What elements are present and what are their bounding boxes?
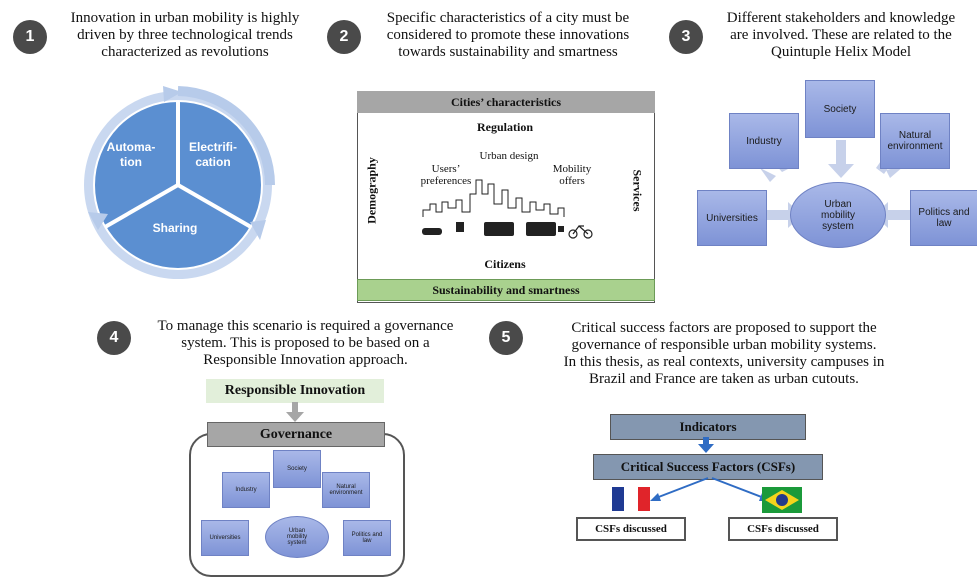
citizens-label: Citizens	[484, 256, 526, 271]
sustainability-footer: Sustainability and smartness	[357, 279, 655, 301]
step-5-caption: Critical success factors are proposed to…	[563, 320, 885, 387]
helix-society-box: Society	[805, 80, 875, 138]
helix-natural-box: Natural environment	[880, 113, 950, 169]
users-preferences-label: Users’ preferences	[420, 163, 472, 187]
indicators-box: Indicators	[610, 414, 806, 440]
urban-design-label: Urban design	[479, 150, 539, 162]
step-1-caption: Innovation in urban mobility is highly d…	[70, 10, 300, 60]
step-4-badge: 4	[97, 321, 131, 355]
ri-down-arrow	[286, 402, 304, 422]
governance-header: Governance	[207, 422, 385, 447]
automation-label: Automa- tion	[106, 140, 156, 169]
revolution-cycle	[84, 86, 275, 279]
brazil-flag	[762, 487, 802, 513]
csf-box: Critical Success Factors (CSFs)	[593, 454, 823, 480]
city-header: Cities’ characteristics	[357, 91, 655, 113]
csf-discussed-right: CSFs discussed	[728, 517, 838, 541]
csf-discussed-left: CSFs discussed	[576, 517, 686, 541]
indicators-arrow	[698, 437, 714, 453]
step-5-badge: 5	[489, 321, 523, 355]
helix-politics-box: Politics and law	[910, 190, 977, 246]
gov-industry-box: Industry	[222, 472, 270, 508]
city-skyline-illustration	[422, 179, 593, 239]
step-2-badge: 2	[327, 20, 361, 54]
step-3-caption: Different stakeholders and knowledge are…	[726, 10, 956, 60]
helix-industry-box: Industry	[729, 113, 799, 169]
gov-politics-box: Politics and law	[343, 520, 391, 556]
step-3-badge: 3	[669, 20, 703, 54]
electrification-label: Electrifi- cation	[188, 140, 237, 169]
gov-center-ellipse: Urban mobility system	[265, 516, 329, 558]
helix-center-ellipse: Urban mobility system	[790, 182, 886, 248]
helix-universities-box: Universities	[697, 190, 767, 246]
sharing-label: Sharing	[152, 221, 198, 235]
step-1-badge: 1	[13, 20, 47, 54]
step-4-caption: To manage this scenario is required a go…	[157, 318, 454, 368]
gov-natural-box: Natural environment	[322, 472, 370, 508]
responsible-innovation-box: Responsible Innovation	[206, 379, 384, 403]
gov-society-box: Society	[273, 450, 321, 488]
france-flag	[612, 487, 650, 511]
demography-label: Demography	[364, 157, 379, 224]
mobility-offers-label: Mobility offers	[552, 163, 592, 187]
regulation-label: Regulation	[476, 119, 533, 134]
gov-universities-box: Universities	[201, 520, 249, 556]
services-label: Services	[630, 169, 645, 212]
step-2-caption: Specific characteristics of a city must …	[386, 10, 630, 60]
